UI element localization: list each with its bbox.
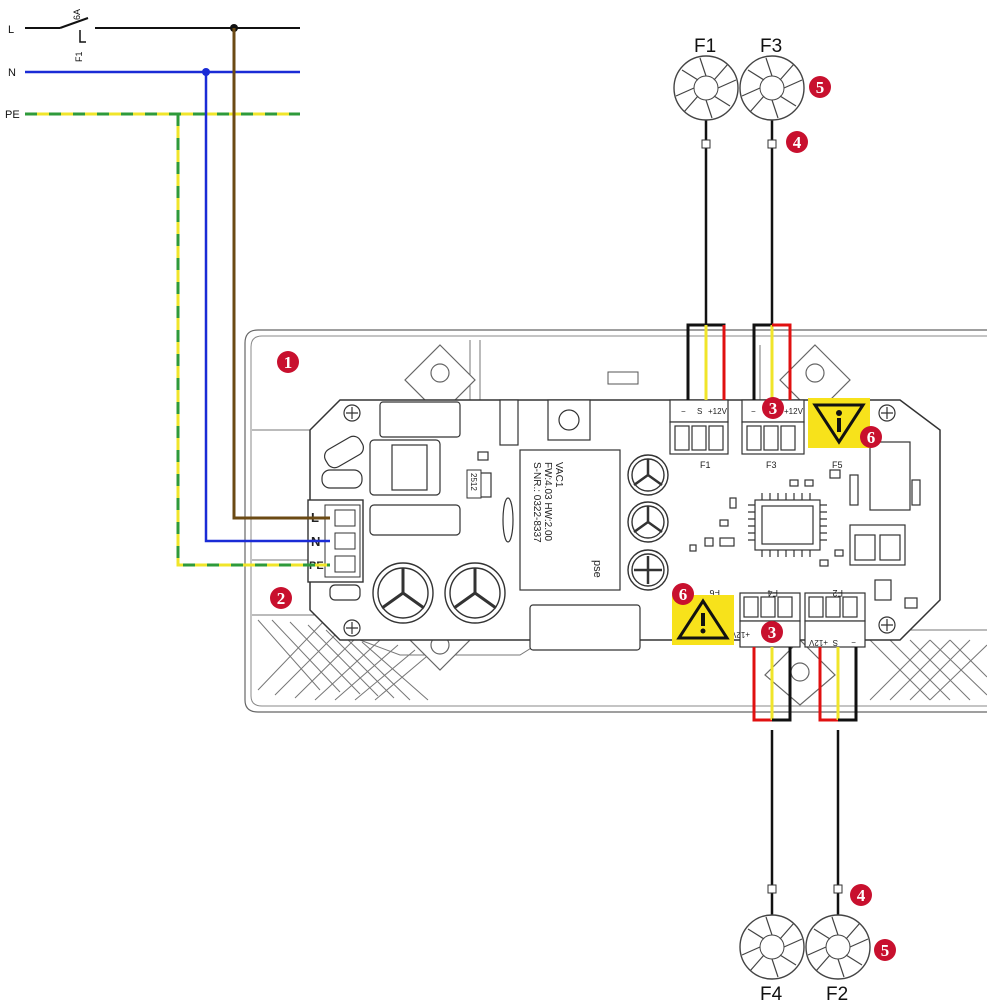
connector-bottom: +12V +12V S − F6 F4 F2 — [709, 588, 866, 648]
pin-label: − — [851, 638, 856, 647]
callout-number: 6 — [679, 585, 688, 604]
line-label-n: N — [8, 67, 16, 79]
connector-label-f1: F1 — [700, 460, 711, 470]
fan-label: F3 — [760, 36, 782, 57]
pin-label: − — [681, 407, 686, 416]
brand-label: pse — [591, 560, 603, 578]
connector-top: − S +12V − +12V F1 F3 F5 — [669, 399, 843, 470]
connector-label-f3: F3 — [766, 460, 777, 470]
callout-number: 5 — [816, 78, 825, 97]
callout-2: 2 — [270, 587, 292, 609]
info-icon — [836, 410, 842, 416]
chip-label: 2512 — [469, 473, 478, 491]
callout-3-bottom: 3 — [761, 621, 783, 643]
fan-f1: F1 — [673, 36, 739, 121]
callout-3-top: 3 — [762, 397, 784, 419]
fan-label: F1 — [694, 36, 716, 57]
fan-label: F2 — [826, 984, 848, 1004]
callout-5-top: 5 — [809, 76, 831, 98]
callout-number: 1 — [284, 353, 293, 372]
pin-label: − — [751, 407, 756, 416]
pin-label: +12V — [808, 638, 828, 647]
breaker-rating: 6A — [72, 9, 82, 20]
connector-label-f2: F2 — [832, 588, 843, 598]
callout-number: 4 — [857, 886, 866, 905]
callout-1: 1 — [277, 351, 299, 373]
pin-label: S — [697, 407, 702, 416]
callout-number: 6 — [867, 428, 876, 447]
pin-label: +12V — [784, 407, 804, 416]
fan-f4: F4 — [739, 914, 805, 1004]
pin-label: +12V — [730, 630, 750, 639]
pcb: VAC1 FW:4.03 HW:2.00 S-NR.: 0322-8337 ps… — [309, 399, 941, 651]
callout-number: 3 — [768, 623, 777, 642]
board-label: VAC1 FW:4.03 HW:2.00 S-NR.: 0322-8337 ps… — [466, 462, 603, 578]
fan-cables — [686, 120, 858, 965]
callout-6-warning: 6 — [672, 583, 694, 605]
board-label-line: FW:4.03 HW:2.00 — [542, 462, 553, 542]
connector-label-f6: F6 — [709, 588, 720, 598]
info-sign — [808, 398, 870, 448]
connector-label-f4: F4 — [767, 588, 778, 598]
callout-number: 3 — [769, 399, 778, 418]
callout-6-info: 6 — [860, 426, 882, 448]
board-label-line: VAC1 — [553, 462, 564, 488]
line-label-pe: PE — [5, 109, 20, 121]
callout-4-bottom: 4 — [850, 884, 872, 906]
callout-number: 5 — [881, 941, 890, 960]
supply-lines: L N PE 6A F1 — [5, 9, 330, 567]
line-label-l: L — [8, 24, 14, 36]
board-label-line: S-NR.: 0322-8337 — [531, 462, 542, 543]
fan-f2: F2 — [805, 914, 871, 1004]
pin-label: S — [833, 638, 838, 647]
callout-number: 4 — [793, 133, 802, 152]
warning-icon — [676, 598, 730, 640]
pin-label: +12V — [708, 407, 728, 416]
callout-number: 2 — [277, 589, 286, 608]
breaker-name: F1 — [74, 51, 84, 62]
fan-f3: F3 — [739, 36, 805, 121]
fan-label: F4 — [760, 984, 783, 1004]
callout-5-bottom: 5 — [874, 939, 896, 961]
connector-label-f5: F5 — [832, 460, 843, 470]
callout-4-top: 4 — [786, 131, 808, 153]
